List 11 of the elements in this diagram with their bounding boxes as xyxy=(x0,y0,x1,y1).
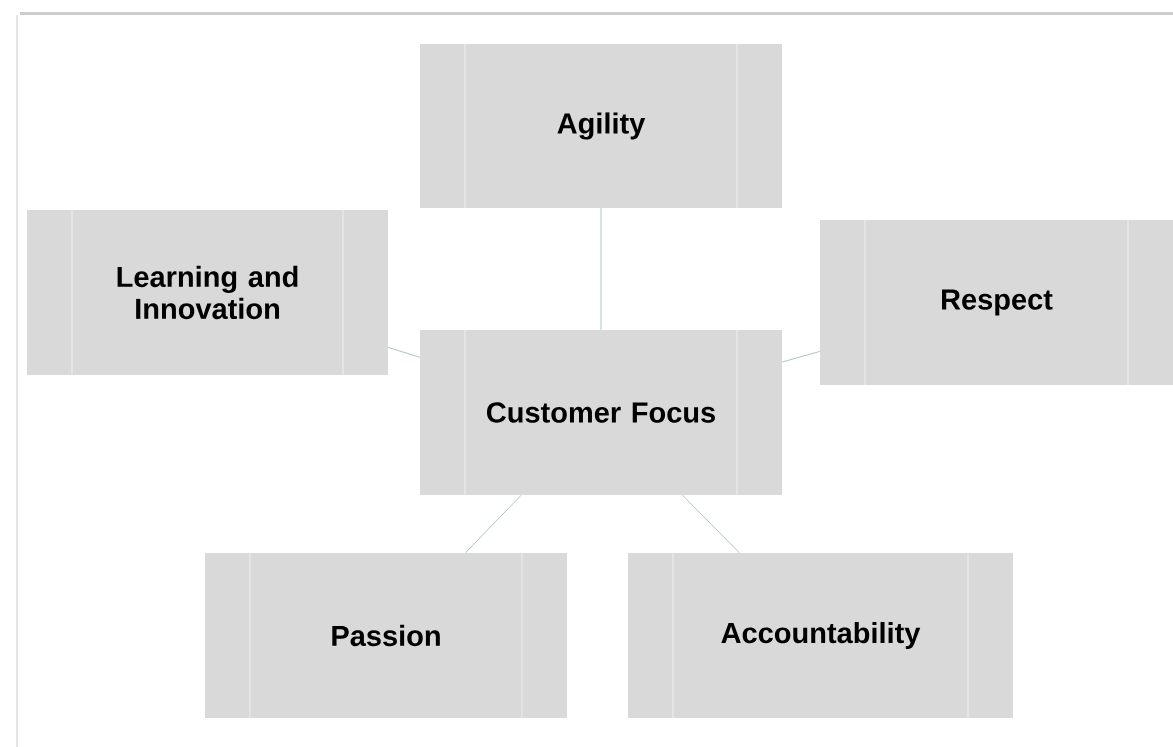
value-box: Customer Focus xyxy=(420,329,782,496)
value-box: Learning and Innovation xyxy=(27,209,388,376)
connector-line xyxy=(600,207,602,331)
value-box: Agility xyxy=(420,43,782,209)
value-box: Passion xyxy=(205,552,567,719)
value-box: Respect xyxy=(820,219,1173,386)
connector-line xyxy=(682,494,740,554)
connector-line xyxy=(781,350,821,363)
value-box: Accountability xyxy=(628,552,1013,719)
connector-line xyxy=(465,494,522,554)
connector-line xyxy=(387,346,421,358)
